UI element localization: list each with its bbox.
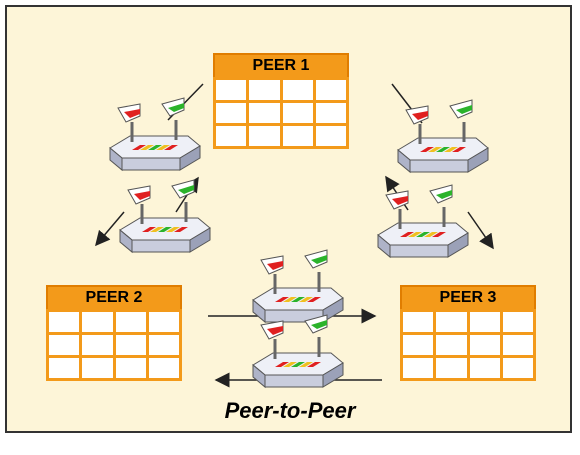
peer-grid xyxy=(399,309,537,381)
peer-label: PEER 1 xyxy=(213,53,349,77)
peer-1-table: PEER 1 xyxy=(212,53,350,149)
diagram-caption: Peer-to-Peer xyxy=(224,398,356,423)
network-device-icon xyxy=(251,248,345,324)
peer-label: PEER 2 xyxy=(46,285,182,309)
peer-grid xyxy=(212,77,350,149)
peer-grid xyxy=(45,309,183,381)
arrow-device-to-peer2 xyxy=(95,211,125,247)
network-device-icon xyxy=(108,96,202,172)
peer-2-table: PEER 2 xyxy=(45,285,183,381)
peer-label: PEER 3 xyxy=(400,285,536,309)
peer-3-table: PEER 3 xyxy=(399,285,537,381)
network-device-icon xyxy=(396,98,490,174)
network-device-icon xyxy=(376,183,470,259)
arrow-device-to-peer3 xyxy=(467,211,494,250)
network-device-icon xyxy=(118,178,212,254)
network-device-icon xyxy=(251,313,345,389)
